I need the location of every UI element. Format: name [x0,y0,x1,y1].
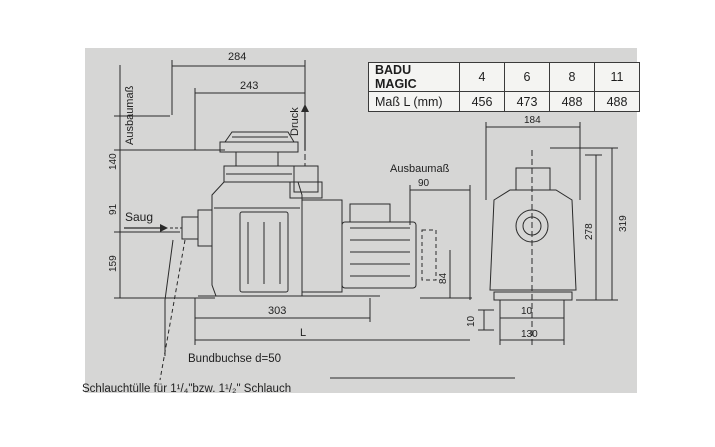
discharge-port [293,165,319,193]
model-dimension-table: BADU MAGIC 4 6 8 11 Maß L (mm) 456 473 4… [368,62,640,112]
table-row: Maß L (mm) 456 473 488 488 [368,91,640,112]
dim-label-303: 303 [268,305,286,317]
table-header-label: BADU MAGIC [368,62,460,92]
dim-label-130: 130 [521,329,538,340]
strainer-lid-top [224,131,295,143]
strainer-basket [239,211,289,293]
bundbuchse-callout: Bundbuchse d=50 [188,353,281,365]
end-foot [493,291,573,301]
dim-label-243: 243 [240,80,258,92]
table-header-cell: 8 [549,62,595,92]
dim-label-10-vert: 10 [466,315,477,327]
dim-label-159: 159 [108,255,119,272]
terminal-box [349,203,391,223]
dim-label-L: L [300,327,306,339]
dim-label-184: 184 [524,115,541,126]
dim-label-319: 319 [618,215,629,232]
schlauchtuelle-callout: Schlauchtülle für 1¹/₄"bzw. 1¹/₂" Schlau… [82,383,291,395]
table-row-label: Maß L (mm) [368,91,460,112]
ausbaumass-label: Ausbaumaß [390,163,450,175]
dim-label-278: 278 [584,223,595,240]
table-cell: 456 [459,91,505,112]
ausbaumass-vertical-label: Ausbaumaß [124,85,136,145]
end-view [478,122,618,346]
table-header-cell: 11 [594,62,640,92]
table-cell: 473 [504,91,550,112]
druck-arrow [301,104,309,150]
table-cell: 488 [549,91,595,112]
leader-bundbuchse [164,239,174,356]
saug-arrow [124,224,168,232]
discharge-nut [289,181,323,199]
ausbau-clearance [421,229,437,281]
dim-label-140: 140 [108,153,119,170]
saug-label: Saug [125,210,153,224]
dim-label-84: 84 [438,272,449,284]
dim-label-284: 284 [228,51,246,63]
druck-label: Druck [289,107,301,136]
table-header-cell: 6 [504,62,550,92]
table-header-row: BADU MAGIC 4 6 8 11 [368,62,640,92]
leader-schlauchtuelle [159,239,186,381]
table-header-cell: 4 [459,62,505,92]
dim-label-90: 90 [418,178,430,189]
dim-label-91: 91 [108,203,119,215]
end-body [489,189,577,291]
dim-label-10-horiz: 10 [521,306,533,317]
table-cell: 488 [594,91,640,112]
side-view [114,60,515,381]
